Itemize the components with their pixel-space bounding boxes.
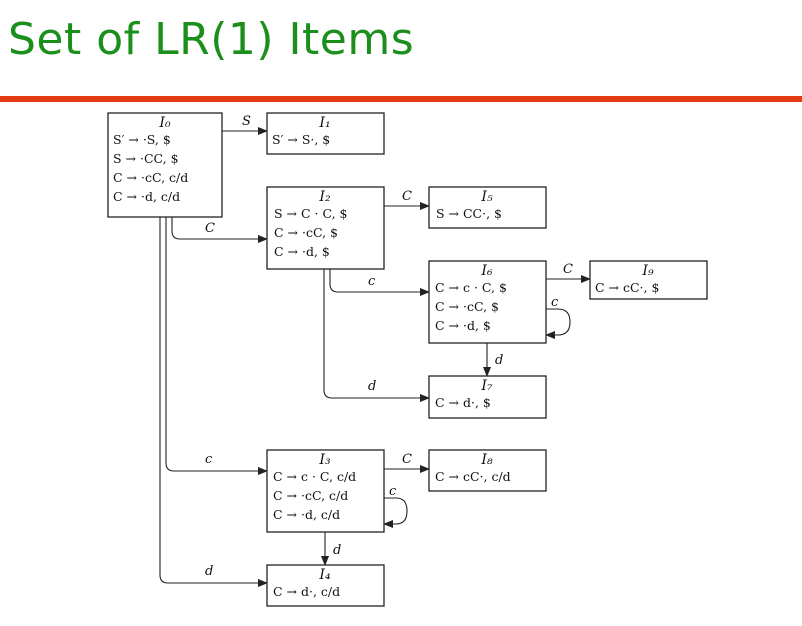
state-box	[428, 260, 547, 344]
lr1-item: C → d·, c/d	[273, 584, 340, 599]
transition-symbol-label: S	[242, 114, 251, 129]
state-i2: I₂S → C · C, $ C → ·cC, $ C → ·d, $	[266, 186, 385, 270]
state-i6: I₆C → c · C, $ C → ·cC, $ C → ·d, $	[428, 260, 547, 344]
state-box	[107, 112, 223, 218]
transition-i2-to-i7-arrow	[323, 269, 430, 402]
state-box	[266, 186, 385, 270]
state-name: I₆	[480, 263, 493, 279]
state-i8: I₈C → cC·, c/d	[428, 449, 547, 492]
state-box	[266, 112, 385, 155]
state-name: I₈	[480, 452, 493, 468]
lr1-item: C → cC·, c/d	[435, 469, 511, 484]
state-i1: I₁S′ → S·, $	[266, 112, 385, 155]
state-name: I₇	[480, 378, 493, 394]
lr1-item: S → CC·, $	[436, 206, 502, 221]
transition-symbol-label: C	[402, 189, 412, 204]
state-name: I₃	[318, 452, 331, 468]
lr1-item: C → ·d, c/d	[113, 189, 180, 204]
lr1-item: C → ·cC, $	[274, 225, 338, 240]
state-box	[266, 449, 385, 533]
transition-symbol-label: c	[368, 274, 376, 289]
state-i0: I₀S′ → ·S, $ S → ·CC, $ C → ·cC, c/d C → ·d…	[107, 112, 223, 218]
state-i5: I₅S → CC·, $	[428, 186, 547, 229]
state-name: I₅	[480, 189, 493, 205]
transition-i0-to-i3-arrow	[165, 217, 268, 475]
transition-i2-to-i6-arrow	[329, 269, 430, 296]
state-name: I₄	[318, 567, 331, 583]
lr1-item: S → ·CC, $	[113, 151, 179, 166]
transition-symbol-label: C	[402, 452, 412, 467]
lr1-item: S → C · C, $	[274, 206, 348, 221]
lr1-item: S′ → ·S, $	[113, 132, 171, 147]
lr1-item: C → ·d, $	[274, 244, 330, 259]
state-box	[266, 564, 385, 607]
transition-symbol-label: c	[205, 452, 213, 467]
lr1-item: C → c · C, c/d	[273, 469, 356, 484]
transition-symbol-label: d	[205, 564, 213, 579]
state-i4: I₄C → d·, c/d	[266, 564, 385, 607]
state-i7: I₇C → d·, $	[428, 375, 547, 419]
transition-symbol-label: C	[563, 262, 573, 277]
state-name: I₂	[318, 189, 331, 205]
transition-i3-to-i3-arrow	[383, 497, 408, 528]
lr1-item: C → ·cC, c/d	[113, 170, 188, 185]
lr1-item: C → ·d, c/d	[273, 507, 340, 522]
transition-symbol-label: d	[368, 379, 376, 394]
lr1-item: C → cC·, $	[595, 280, 659, 295]
lr1-item: C → c · C, $	[435, 280, 507, 295]
state-box	[428, 186, 547, 229]
transition-symbol-label: C	[205, 221, 215, 236]
transition-symbol-label: c	[389, 484, 397, 499]
transition-symbol-label: c	[551, 295, 559, 310]
lr1-item: C → ·cC, c/d	[273, 488, 348, 503]
lr1-item: C → ·cC, $	[435, 299, 499, 314]
lr1-item: C → d·, $	[435, 395, 491, 410]
state-name: I₁	[318, 115, 330, 131]
state-i9: I₉C → cC·, $	[589, 260, 708, 300]
transition-i0-to-i4-arrow	[159, 217, 268, 587]
transition-i0-to-i2-arrow	[171, 217, 268, 243]
transition-symbol-label: d	[333, 543, 341, 558]
lr1-item: S′ → S·, $	[272, 132, 330, 147]
transition-i6-to-i6-arrow	[545, 308, 571, 339]
lr1-item: C → ·d, $	[435, 318, 491, 333]
transition-symbol-label: d	[495, 353, 503, 368]
state-box	[428, 375, 547, 419]
title-divider	[0, 96, 802, 102]
page-title: Set of LR(1) Items	[8, 14, 415, 65]
state-name: I₉	[641, 263, 654, 279]
state-boxes: I₀S′ → ·S, $ S → ·CC, $ C → ·cC, c/d C → ·d…	[107, 112, 708, 607]
state-i3: I₃C → c · C, c/d C → ·cC, c/d C → ·d, c/d	[266, 449, 385, 533]
state-box	[428, 449, 547, 492]
state-box	[589, 260, 708, 300]
state-name: I₀	[158, 115, 171, 131]
